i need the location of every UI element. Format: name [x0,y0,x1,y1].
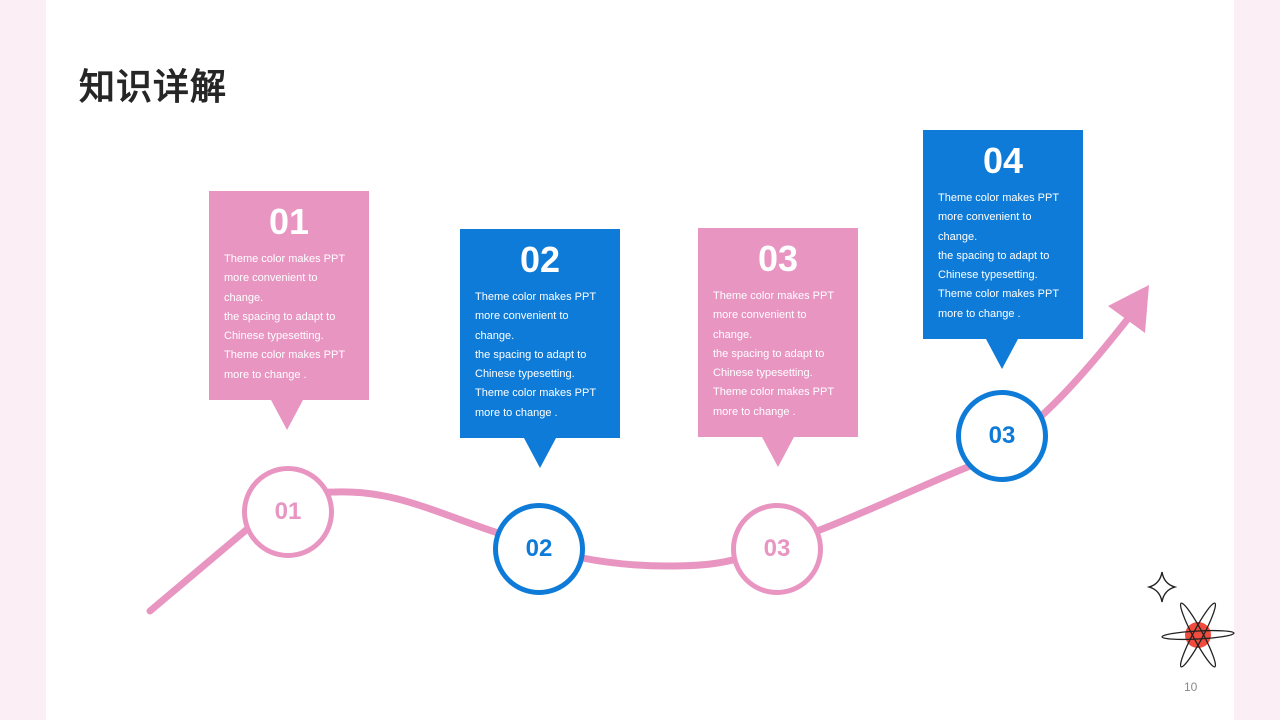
milestone-circle-1: 01 [242,466,334,558]
step-card-3: 03 Theme color makes PPT more convenient… [698,228,858,467]
step-card-text: Theme color makes PPT more convenient to… [938,192,1060,320]
card-pointer [524,438,556,468]
milestone-circle-4: 03 [956,390,1048,482]
step-card-number: 01 [268,201,310,242]
sparkle-icon [1147,571,1177,603]
card-pointer [271,400,303,430]
page-title: 知识详解 [79,67,228,108]
step-card-text: Theme color makes PPT more convenient to… [475,291,597,419]
milestone-circle-2: 02 [493,503,585,595]
milestone-circle-3: 03 [731,503,823,595]
step-card-2: 02 Theme color makes PPT more convenient… [460,229,620,468]
step-card-text: Theme color makes PPT more convenient to… [224,253,346,381]
step-card-text: Theme color makes PPT more convenient to… [713,290,835,418]
step-card-number: 04 [982,140,1024,181]
card-pointer [986,339,1018,369]
card-pointer [762,437,794,467]
step-card-1: 01 Theme color makes PPT more convenient… [209,191,369,430]
step-card-number: 03 [757,238,799,279]
step-card-number: 02 [519,239,561,280]
atom-icon [1161,602,1235,668]
page-number: 10 [1184,680,1198,694]
step-card-4: 04 Theme color makes PPT more convenient… [923,130,1083,369]
